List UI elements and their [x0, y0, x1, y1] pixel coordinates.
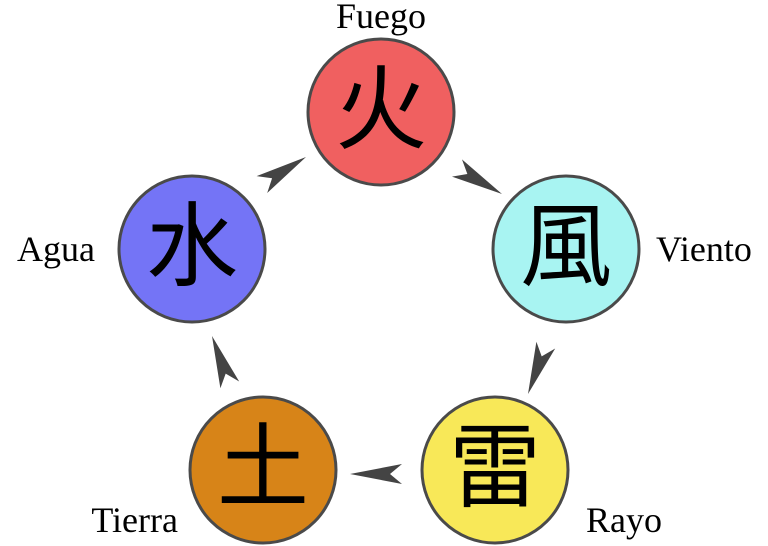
node-viento-kanji: 風 [520, 194, 612, 301]
arrow-tierra-to-agua [212, 336, 240, 389]
node-agua: 水 Agua [17, 174, 267, 324]
node-agua-kanji: 水 [146, 194, 238, 301]
node-viento: 風 Viento [491, 174, 752, 324]
arrow-agua-to-fuego [256, 157, 306, 194]
node-agua-circle [117, 174, 267, 324]
node-viento-label: Viento [656, 229, 752, 269]
node-rayo: 雷 Rayo [420, 395, 662, 545]
node-fuego-circle [306, 37, 456, 187]
node-agua-label: Agua [17, 229, 95, 269]
node-fuego: 火 Fuego [306, 0, 456, 187]
node-tierra-kanji: 土 [217, 415, 309, 522]
node-rayo-kanji: 雷 [449, 415, 541, 522]
arrow-rayo-to-tierra [350, 464, 402, 484]
node-tierra-circle [188, 395, 338, 545]
arrow-viento-to-rayo [528, 341, 556, 394]
node-fuego-label: Fuego [336, 0, 426, 36]
node-fuego-kanji: 火 [335, 57, 427, 164]
cycle-arrows [212, 157, 556, 484]
node-tierra: 土 Tierra [91, 395, 338, 545]
node-rayo-circle [420, 395, 570, 545]
node-rayo-label: Rayo [586, 500, 662, 540]
node-viento-circle [491, 174, 641, 324]
arrow-fuego-to-viento [451, 159, 502, 194]
node-tierra-label: Tierra [91, 500, 178, 540]
